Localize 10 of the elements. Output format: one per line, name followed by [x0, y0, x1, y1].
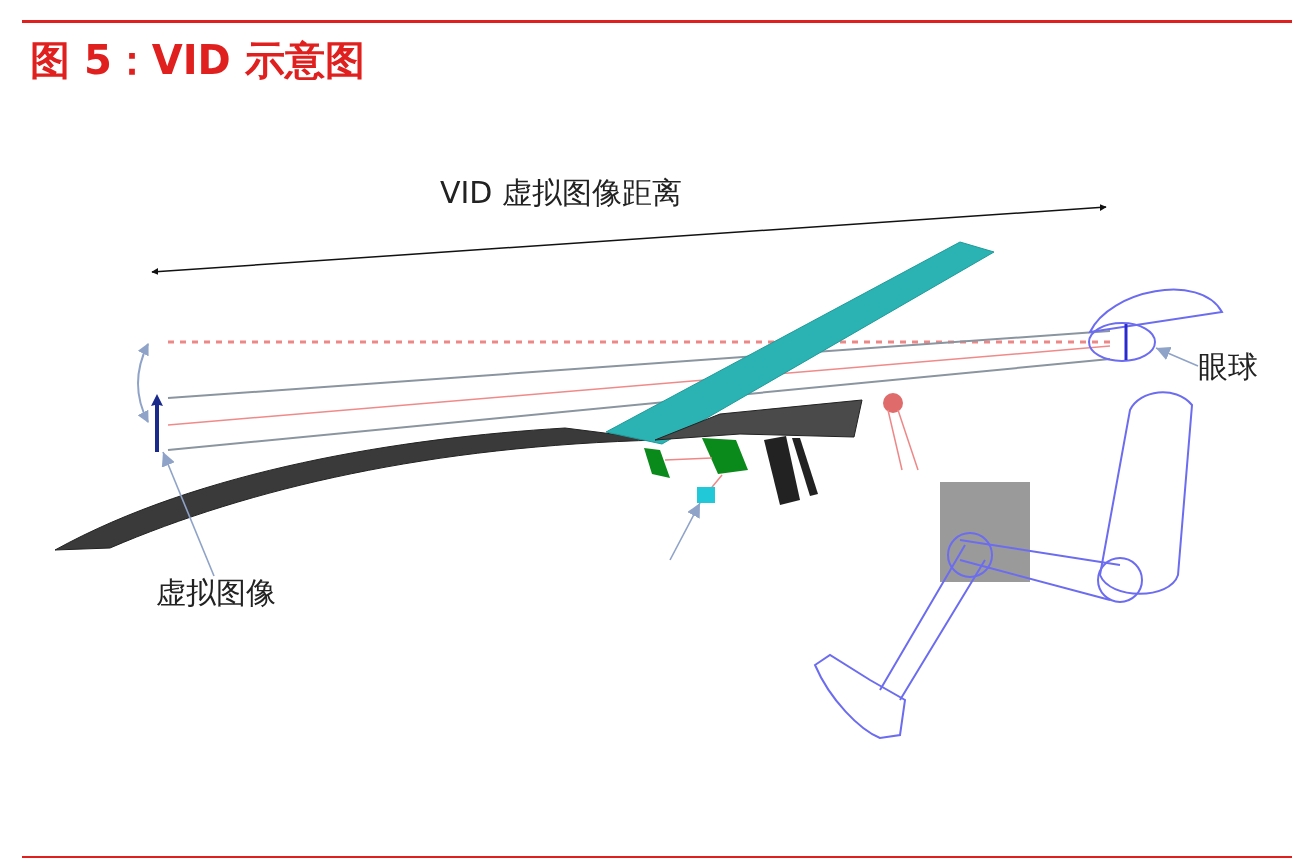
virtual-image-arrow [150, 394, 164, 452]
leader-line [1155, 347, 1199, 367]
figure-title: 图 5：VID 示意图 [30, 38, 365, 82]
part-label: 虚拟图像 [156, 576, 276, 609]
dimension-label: VID 虚拟图像距离 [440, 176, 682, 209]
part-label: 眼球 [1198, 350, 1258, 383]
leader-line [161, 451, 215, 577]
projector-box [697, 487, 715, 503]
leader-line [669, 502, 701, 561]
eyeball-drawing [1088, 322, 1156, 362]
